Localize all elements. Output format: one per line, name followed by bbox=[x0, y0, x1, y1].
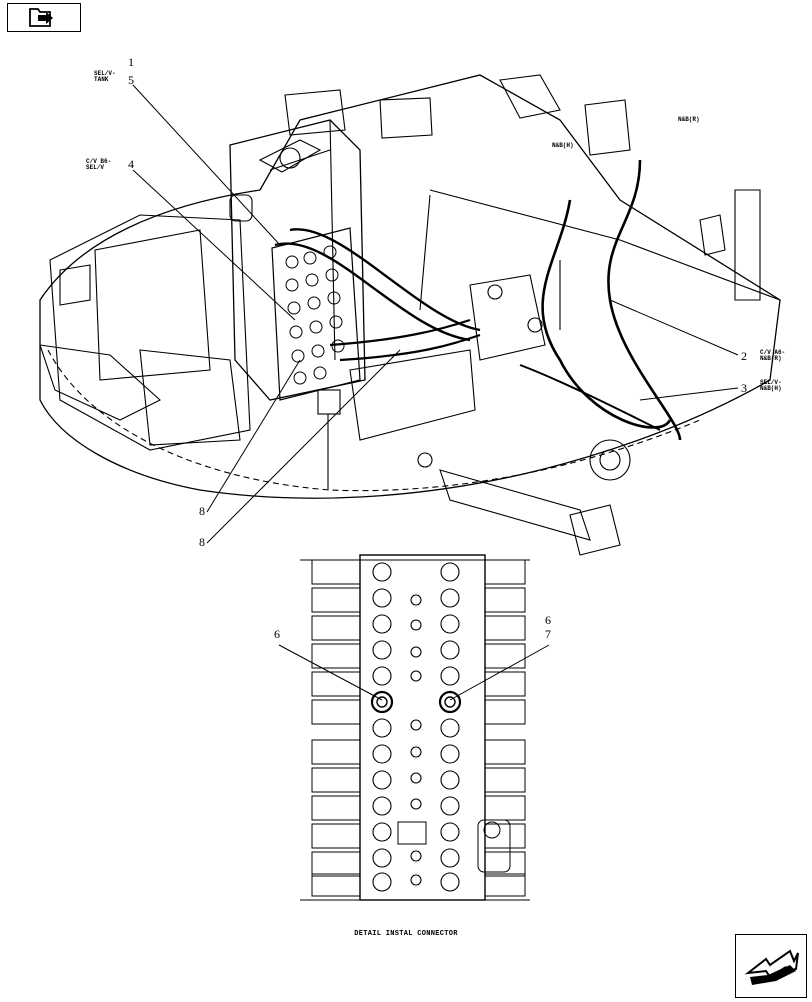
callout-8-lower[interactable]: 8 bbox=[199, 535, 205, 549]
tag-cv-a6: C/V A6- N&B(R) bbox=[760, 349, 786, 362]
next-page-button[interactable] bbox=[735, 934, 807, 998]
callout-6-right[interactable]: 6 bbox=[545, 613, 551, 627]
tag-cv-sel: C/V B6- SEL/V bbox=[86, 158, 112, 171]
callout-2[interactable]: 2 bbox=[741, 349, 747, 363]
callout-7[interactable]: 7 bbox=[545, 627, 551, 641]
next-page-arrow-icon bbox=[744, 949, 799, 985]
callout-1[interactable]: 1 bbox=[128, 55, 134, 69]
tag-nb-r: N&B(R) bbox=[678, 116, 700, 123]
tag-nb-h: N&B(H) bbox=[552, 142, 574, 149]
parts-list-nav-button[interactable] bbox=[7, 3, 81, 32]
tag-sel-tank: SEL/V- TANK bbox=[94, 70, 116, 83]
callout-6-left[interactable]: 6 bbox=[274, 627, 280, 641]
detail-caption: DETAIL INSTAL CONNECTOR bbox=[354, 930, 458, 938]
detail-valve-block bbox=[300, 554, 530, 901]
callout-5[interactable]: 5 bbox=[128, 73, 134, 87]
callout-4[interactable]: 4 bbox=[128, 157, 134, 171]
callout-8-upper[interactable]: 8 bbox=[199, 504, 205, 518]
folder-arrow-icon bbox=[29, 8, 53, 27]
tag-sel-nb-h: SEL/V- N&B(H) bbox=[760, 379, 782, 392]
callout-3[interactable]: 3 bbox=[741, 381, 747, 395]
